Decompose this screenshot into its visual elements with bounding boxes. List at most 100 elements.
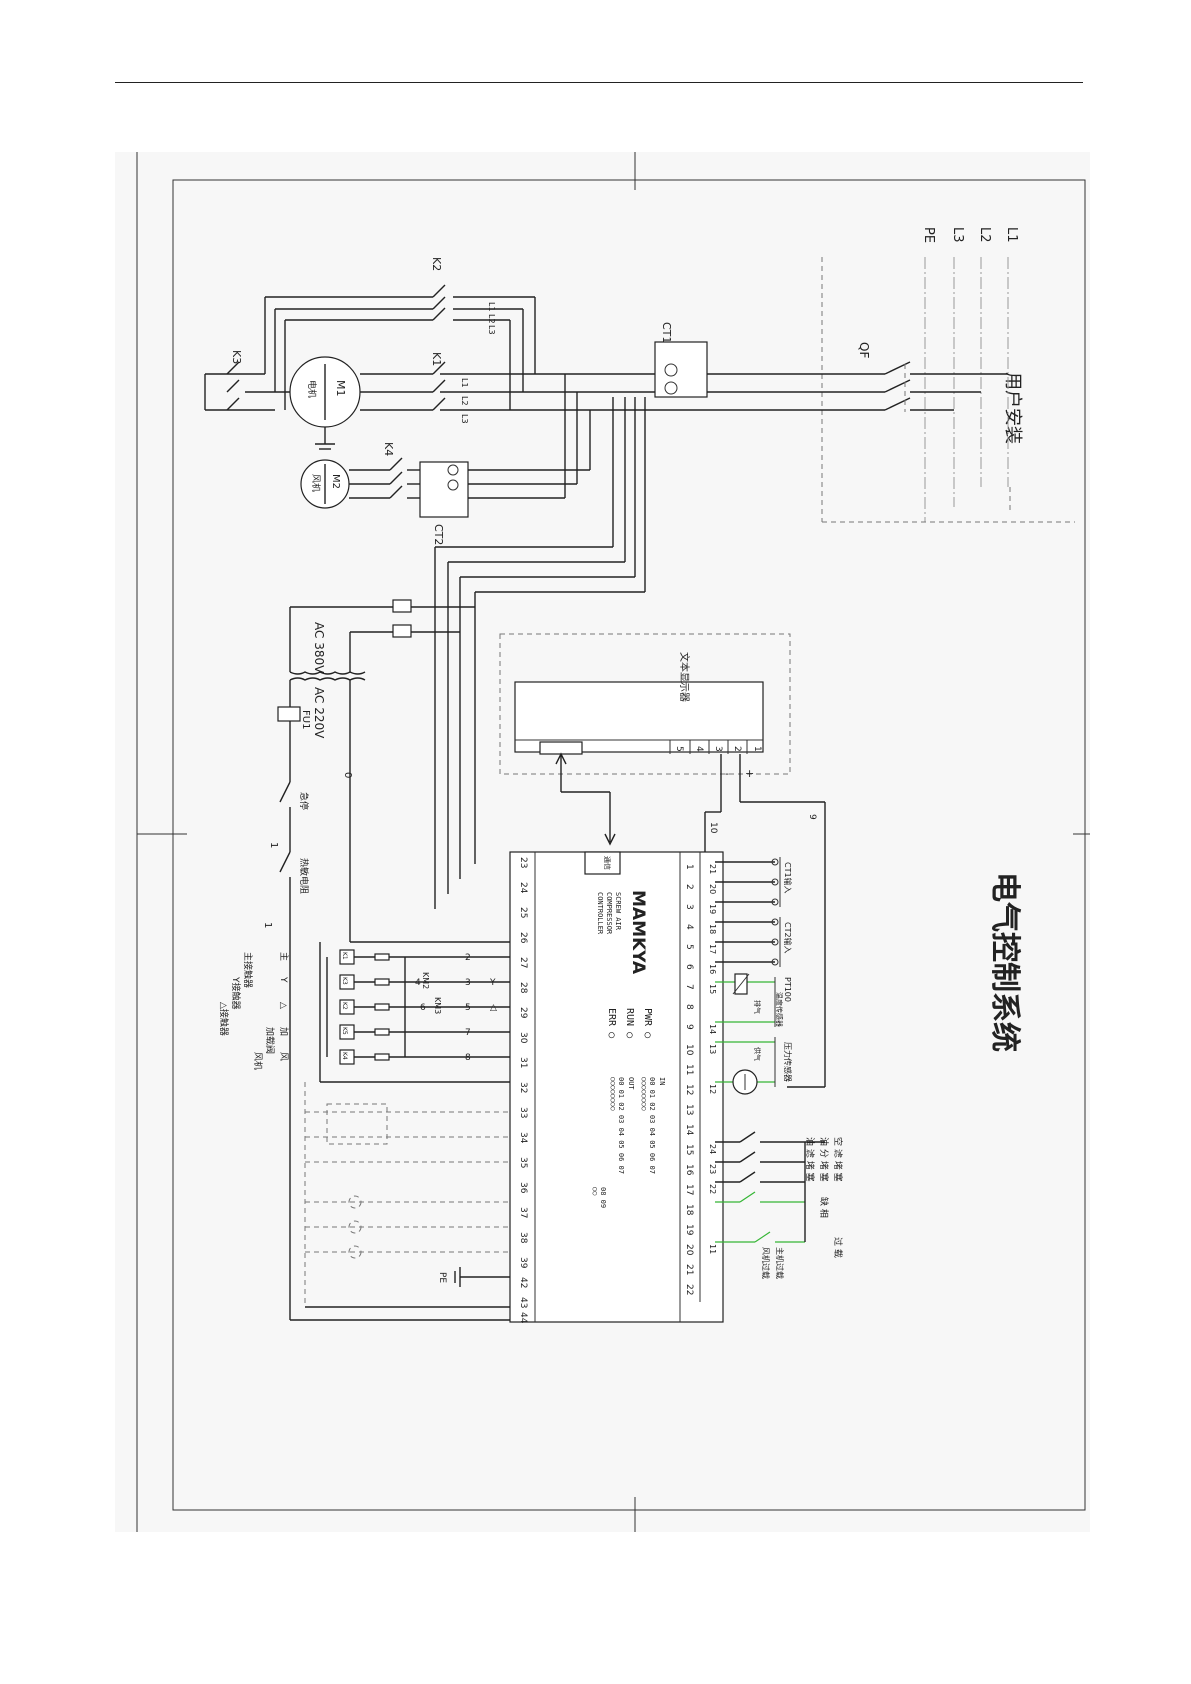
y-label: Y [489,978,496,988]
ground-label: PE [437,1272,447,1283]
out-row1: 00 01 02 03 04 05 06 07 [617,1077,625,1174]
rt-20: 20 [684,1244,694,1256]
switch-air-filter: 空 滤 堵 塞 [832,1137,844,1182]
rt-18: 18 [684,1204,694,1216]
k3-contactor: K3 [204,350,290,411]
wn-17: 17 [708,944,717,954]
ow-2: 2 [465,953,471,963]
rt-19: 19 [684,1224,694,1236]
display-term-3: 3 [713,746,723,752]
k2-branch: K2 L1 L2 L3 [264,257,536,410]
k2-label: K2 [430,257,443,271]
ow-5: 5 [465,1003,471,1013]
ac220-label: AC 220V [312,687,326,739]
wn-14: 14 [708,1024,717,1034]
phase-labels: L1 L2 L3 PE [921,227,1019,243]
pt100-label: PT100 [783,977,792,1002]
out-short-y: Y [278,976,288,983]
display-term-5: 5 [674,746,684,752]
k2-term-c: L3 [487,325,496,335]
ct1: CT1 [654,322,708,398]
status-pwr: PWR ○ [642,1008,653,1038]
rt-3: 3 [684,904,694,910]
out-short-delta: △ [278,1002,288,1009]
rt-17: 17 [684,1184,694,1195]
relay-k2: K2 [341,1002,348,1010]
lt-27: 27 [518,957,528,968]
control-chain: 急停 热敏电阻 0 1 1 [262,772,510,1321]
wn-16: 16 [708,964,717,974]
rt-13: 13 [684,1104,694,1115]
out-short-fan: 风 [278,1052,289,1061]
wire-1: 1 [268,842,279,848]
emergency-stop-label: 急停 [298,792,310,810]
k1-term-b: L2 [460,396,469,406]
wire-0: 0 [342,772,353,778]
lt-26: 26 [518,932,528,944]
status-err: ERR ○ [606,1008,617,1038]
main-overload-label: 主机过载 [775,1247,785,1279]
out-row2: ○○○○○○○○ [609,1077,617,1111]
fan-overload-label: 风机过载 [761,1247,771,1279]
output-y: Y接触器 [230,976,242,1010]
controller-left-terminals: 23 24 25 26 27 28 29 30 31 32 33 34 35 3… [518,857,528,1324]
in-label: IN [658,1077,666,1085]
supply-label: 供气 [753,1047,762,1061]
lt-31: 31 [518,1057,528,1068]
motor-m1: M1 电机 [289,356,433,450]
wn-21: 21 [708,864,717,874]
ct1-input-label: CT1输入 [783,862,793,894]
ct2-label: CT2 [432,524,445,545]
rt-16: 16 [684,1164,694,1176]
ct2-input-label: CT2输入 [783,922,793,954]
wn-12: 12 [708,1084,717,1094]
out-row4: ○○ [591,1187,599,1195]
output-relays: K1 K3 K2 K5 K4 KM2 KM3 2 3 4 5 6 7 8 Y △… [218,942,510,1083]
display-term-4: 4 [694,746,704,752]
display-name: 文本显示器 [678,652,691,702]
controller-line3: CONTROLLER [596,892,604,935]
lt-28: 28 [518,982,528,994]
rt-10: 10 [684,1044,694,1056]
ow-8: 8 [465,1053,471,1063]
rt-12: 12 [684,1084,694,1095]
output-load: 加载阀 [264,1027,276,1054]
controller-brand: MAMKYA [628,890,648,975]
switch-phase-loss: 缺 相 [818,1197,830,1218]
relay-k1: K1 [341,952,348,960]
controller-comm: 通信 [603,856,612,870]
m1-name: 电机 [306,380,318,398]
phase-pe: PE [921,227,936,243]
transformer: AC 380V AC 220V FU1 [277,599,475,942]
lt-30: 30 [518,1032,528,1044]
k1-contactor: K1 L1 L2 L3 [430,352,469,424]
phase-l3: L3 [950,227,965,243]
drawing-sheet: 电气控制系统 用户安装 L1 L2 L3 PE QF [115,152,1090,1532]
lt-38: 38 [518,1232,528,1244]
thermal-label: 热敏电阻 [298,858,310,894]
sheet-frame [136,152,1090,1532]
in-row1: 00 01 02 03 04 05 06 07 [648,1077,656,1174]
relay-k3: K3 [341,977,348,985]
phase-l1: L1 [1004,227,1019,243]
page-header-rule [115,82,1083,83]
rt-22: 22 [684,1284,694,1295]
ow-3: 3 [465,978,471,988]
k1-label: K1 [430,352,443,366]
lt-35: 35 [518,1157,528,1168]
ct1-label: CT1 [660,322,673,343]
in-row2: ○○○○○○○○ [640,1077,648,1111]
controller-line1: SCREW AIR [614,892,622,931]
out-short-main: 主 [278,952,290,961]
k2-term-b: L2 [487,314,496,324]
switch-overload: 过 载 [832,1237,844,1258]
right-wiring: 21 20 19 18 17 16 15 14 13 12 24 23 22 1… [708,857,844,1279]
wn-23: 23 [708,1164,717,1174]
lt-34: 34 [518,1132,528,1144]
rt-6: 6 [684,964,694,970]
lt-23: 23 [518,857,528,868]
k2-term-a: L1 [487,302,496,312]
incoming-feeders [821,257,1075,523]
exhaust-label: 排气 [753,1000,762,1014]
diagram-title: 电气控制系统 [987,872,1022,1052]
